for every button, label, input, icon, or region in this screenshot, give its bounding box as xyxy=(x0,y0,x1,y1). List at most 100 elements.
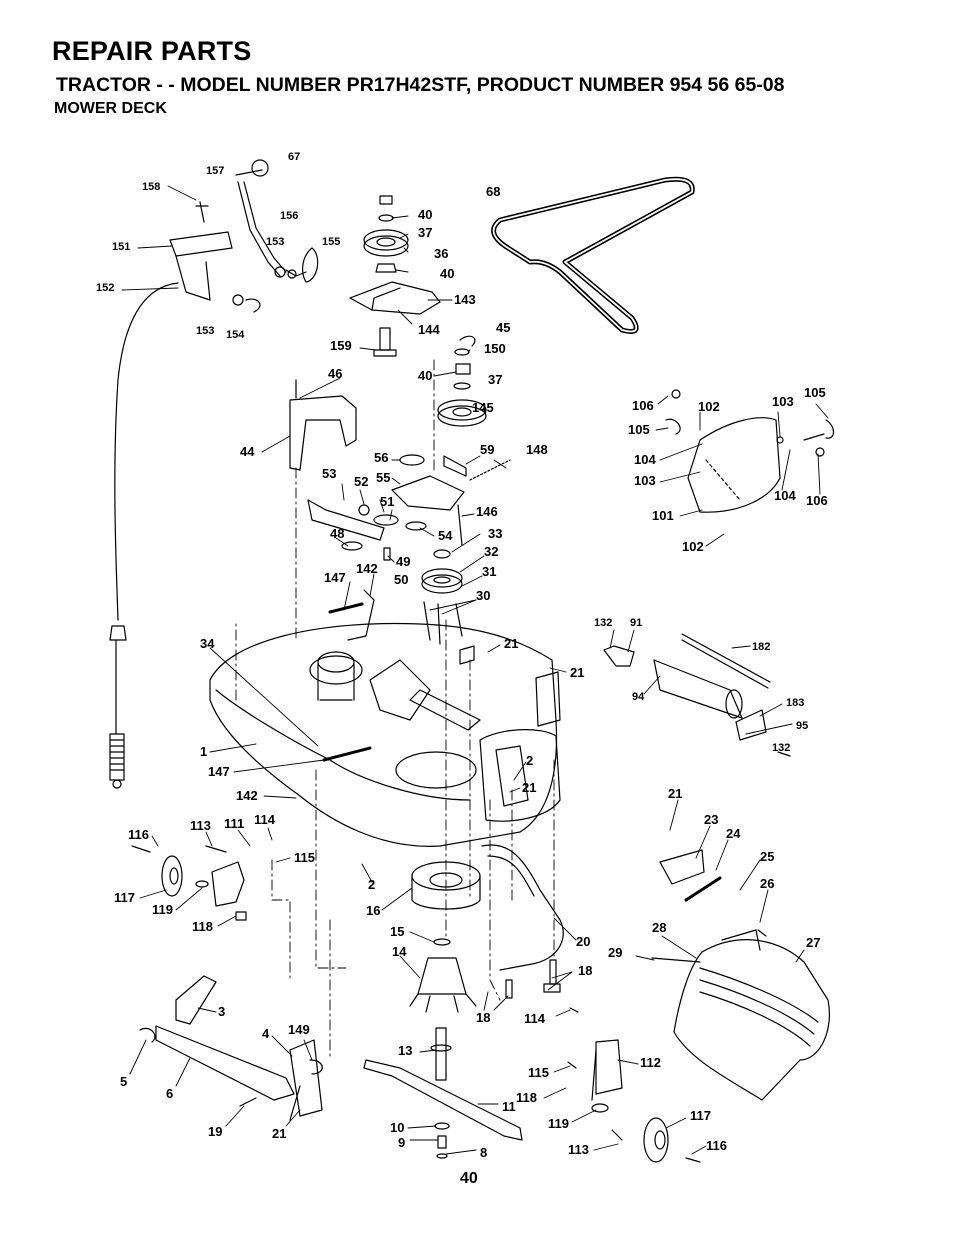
part-callout-102: 102 xyxy=(698,399,720,414)
gauge-wheel-left xyxy=(131,845,247,921)
part-callout-51: 51 xyxy=(380,494,394,509)
part-callout-157: 157 xyxy=(206,165,224,177)
gauge-wheel-right xyxy=(567,1007,701,1163)
part-callout-113: 113 xyxy=(190,818,211,833)
part-callout-1: 1 xyxy=(200,744,207,759)
part-callout-29: 29 xyxy=(608,945,622,960)
part-callout-158: 158 xyxy=(142,181,160,193)
deck-pulley-31 xyxy=(421,549,463,645)
part-callout-33: 33 xyxy=(488,526,502,541)
part-callout-10: 10 xyxy=(390,1120,404,1135)
part-callout-3: 3 xyxy=(218,1004,225,1019)
part-callout-111: 111 xyxy=(224,816,244,831)
anti-scalp-roller xyxy=(603,633,791,757)
part-callout-114: 114 xyxy=(524,1011,546,1026)
part-callout-154: 154 xyxy=(226,329,245,341)
part-callout-146: 146 xyxy=(476,504,498,519)
part-callout-116: 116 xyxy=(128,827,149,842)
part-callout-23: 23 xyxy=(704,812,718,827)
part-callout-21: 21 xyxy=(504,636,518,651)
mower-deck-housing xyxy=(209,622,561,847)
part-callout-67: 67 xyxy=(288,151,300,163)
part-callout-68: 68 xyxy=(486,184,500,199)
part-callout-119: 119 xyxy=(152,902,173,917)
cable-152 xyxy=(109,282,179,789)
part-callout-48: 48 xyxy=(330,526,344,541)
leader-lines xyxy=(121,185,829,1155)
part-callout-30: 30 xyxy=(476,588,490,603)
part-callout-21: 21 xyxy=(272,1126,286,1141)
part-callout-156: 156 xyxy=(280,210,298,222)
part-callout-113: 113 xyxy=(568,1142,589,1157)
part-callout-118: 118 xyxy=(516,1090,537,1105)
part-callout-18: 18 xyxy=(476,1010,490,1025)
part-callout-142: 142 xyxy=(236,788,258,803)
part-callout-9: 9 xyxy=(398,1135,405,1150)
part-callout-105: 105 xyxy=(804,385,826,400)
part-callout-2: 2 xyxy=(368,877,375,892)
part-callout-114: 114 xyxy=(254,812,276,827)
part-callout-153: 153 xyxy=(266,236,284,248)
part-callout-104: 104 xyxy=(774,488,796,503)
part-callout-106: 106 xyxy=(632,398,654,413)
part-callout-152: 152 xyxy=(96,282,114,294)
part-callout-24: 24 xyxy=(726,826,741,841)
model-subtitle: TRACTOR - - MODEL NUMBER PR17H42STF, PRO… xyxy=(56,74,785,96)
part-callout-4: 4 xyxy=(262,1026,270,1041)
part-callout-6: 6 xyxy=(166,1086,173,1101)
part-callout-153: 153 xyxy=(196,325,214,337)
part-callout-145: 145 xyxy=(472,400,494,415)
part-callout-34: 34 xyxy=(200,636,215,651)
part-callout-183: 183 xyxy=(786,697,804,709)
part-callout-32: 32 xyxy=(484,544,498,559)
part-callout-20: 20 xyxy=(576,934,590,949)
section-title: MOWER DECK xyxy=(54,100,167,117)
part-callout-15: 15 xyxy=(390,924,404,939)
part-callout-44: 44 xyxy=(240,444,255,459)
part-callout-159: 159 xyxy=(330,338,352,353)
part-callout-117: 117 xyxy=(114,890,135,905)
springs xyxy=(322,589,375,762)
part-callout-112: 112 xyxy=(640,1055,661,1070)
part-callout-101: 101 xyxy=(652,508,674,523)
part-callout-115: 115 xyxy=(528,1065,549,1080)
part-callout-18: 18 xyxy=(578,963,592,978)
part-callout-21: 21 xyxy=(668,786,682,801)
belt-68 xyxy=(491,176,695,334)
part-callout-149: 149 xyxy=(288,1022,310,1037)
part-callout-119: 119 xyxy=(548,1116,569,1131)
part-callout-25: 25 xyxy=(760,849,774,864)
part-callout-144: 144 xyxy=(418,322,440,337)
part-callout-40: 40 xyxy=(440,266,454,281)
part-callout-59: 59 xyxy=(480,442,494,457)
part-callout-132: 132 xyxy=(594,617,612,629)
part-callout-155: 155 xyxy=(322,236,340,248)
part-callout-103: 103 xyxy=(772,394,794,409)
part-callout-182: 182 xyxy=(752,641,770,653)
part-callout-118: 118 xyxy=(192,919,213,934)
belt-guard-44 xyxy=(289,379,357,471)
pulley-145-group xyxy=(437,335,487,427)
diagram-artwork xyxy=(109,159,835,1163)
part-callout-27: 27 xyxy=(806,935,820,950)
part-callout-45: 45 xyxy=(496,320,510,335)
part-callout-151: 151 xyxy=(112,241,130,253)
idler-pulley-stack xyxy=(349,195,441,357)
part-callout-143: 143 xyxy=(454,292,476,307)
part-callout-115: 115 xyxy=(294,850,315,865)
part-callout-14: 14 xyxy=(392,944,407,959)
part-callout-46: 46 xyxy=(328,366,342,381)
part-callout-26: 26 xyxy=(760,876,774,891)
part-callout-28: 28 xyxy=(652,920,666,935)
discharge-chute-27 xyxy=(651,849,830,1101)
part-callout-50: 50 xyxy=(394,572,408,587)
part-callout-54: 54 xyxy=(438,528,453,543)
idler-arm-assembly xyxy=(307,454,511,561)
part-callout-104: 104 xyxy=(634,452,656,467)
part-callout-21: 21 xyxy=(522,780,536,795)
stabilizer-bracket-20 xyxy=(481,844,564,999)
lift-lever-assembly xyxy=(169,159,319,313)
part-callout-8: 8 xyxy=(480,1145,487,1160)
